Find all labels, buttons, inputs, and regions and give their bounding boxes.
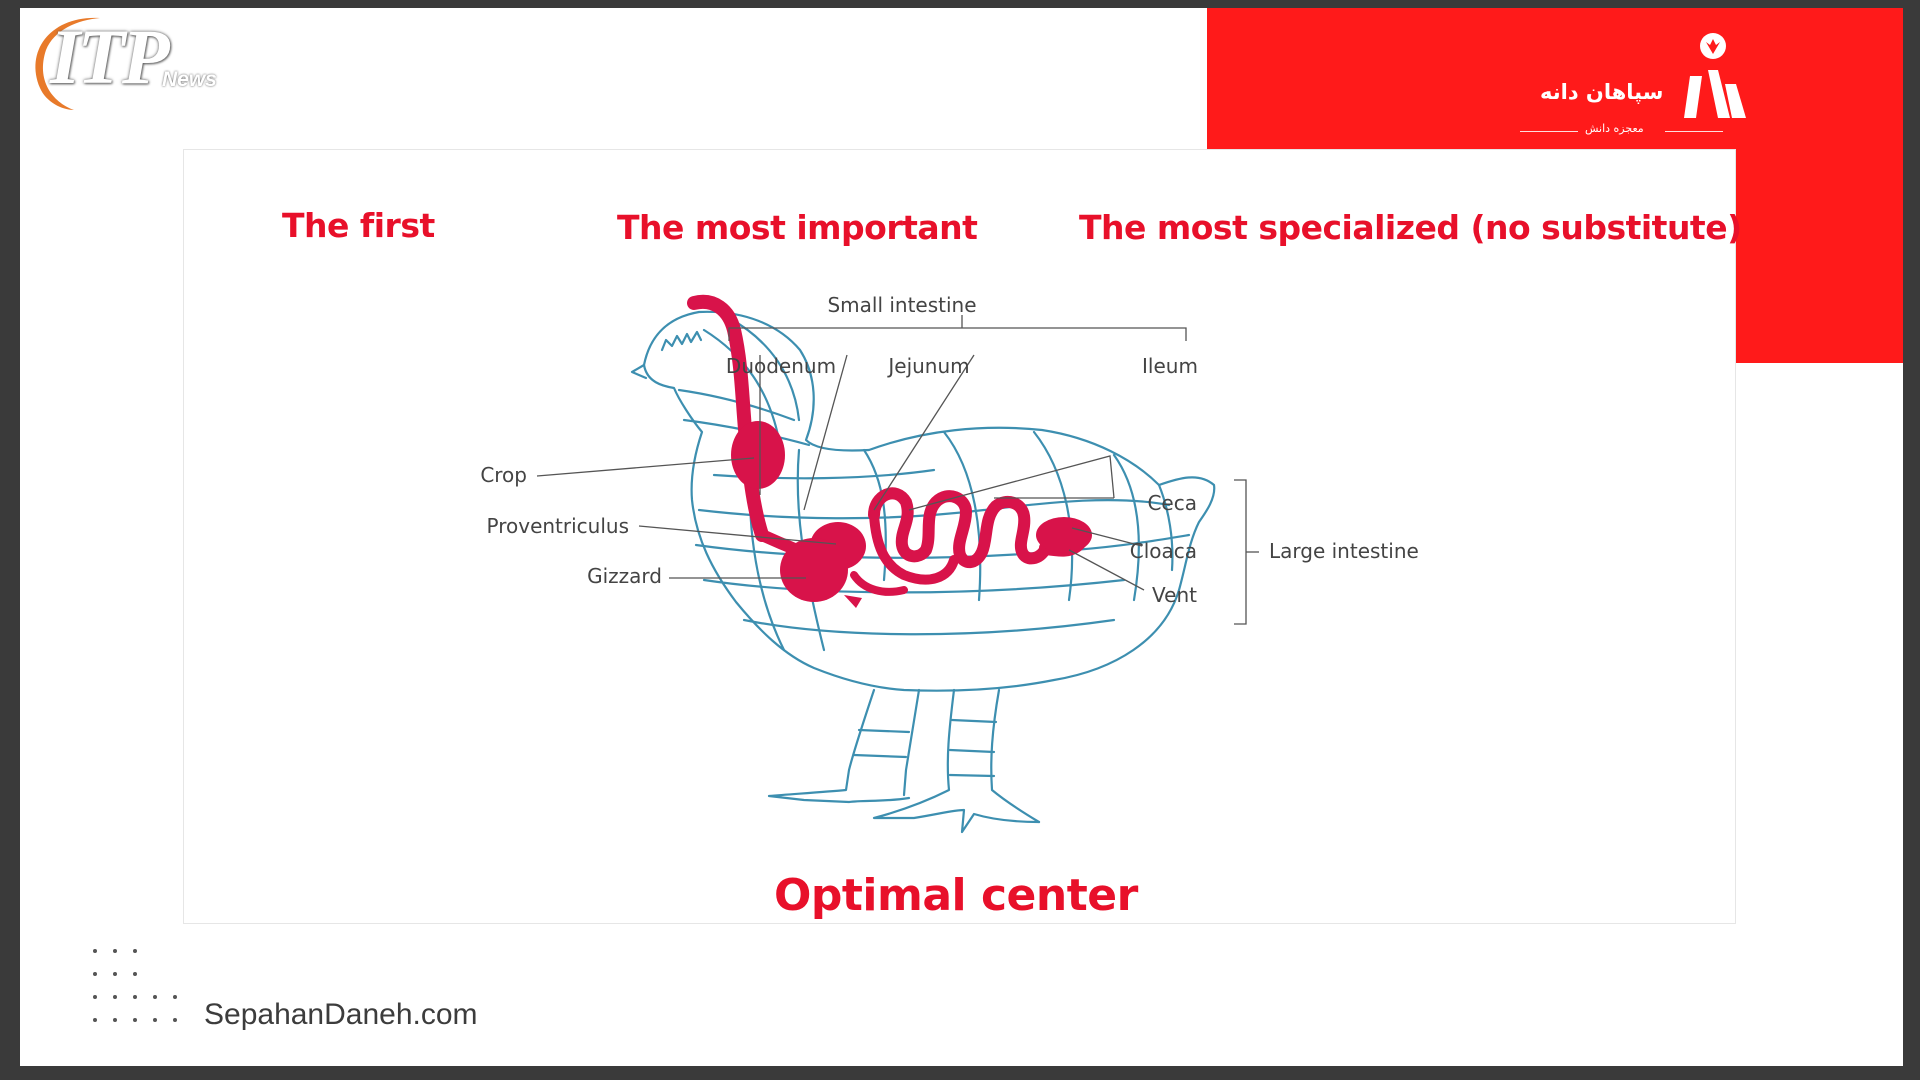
- red-side-panel: [1736, 149, 1903, 363]
- tagline-rule-left: [1520, 131, 1578, 132]
- label-gizzard: Gizzard: [587, 564, 662, 588]
- label-proventriculus: Proventriculus: [487, 514, 630, 538]
- sponsor-tagline: معجزه دانش: [1585, 122, 1644, 135]
- gizzard-shape: [780, 538, 848, 602]
- label-ileum: Ileum: [1142, 354, 1198, 378]
- tagline-rule-right: [1665, 131, 1723, 132]
- label-duodenum: Duodenum: [726, 354, 836, 378]
- heading-most-specialized: The most specialized (no substitute): [1079, 208, 1742, 247]
- slide-card: The first The most important The most sp…: [183, 149, 1742, 924]
- leader-lines: [536, 315, 1259, 625]
- itp-news-logo: ITP News: [22, 10, 252, 115]
- crop-shape: [731, 421, 785, 489]
- label-ceca: Ceca: [1147, 491, 1197, 515]
- sepahan-emblem-icon: [1684, 33, 1746, 118]
- label-cloaca: Cloaca: [1130, 539, 1197, 563]
- slide-stage: ITP News سپاهان دانه معجزه دانش The firs…: [20, 8, 1903, 1066]
- chicken-digestive-diagram: Small intestine Duodenum Jejunum Ileum C…: [480, 293, 1419, 834]
- chicken-outline: [630, 310, 1216, 834]
- heading-the-first: The first: [282, 206, 435, 245]
- label-crop: Crop: [480, 463, 527, 487]
- label-vent: Vent: [1152, 583, 1197, 607]
- label-small-intestine: Small intestine: [827, 293, 976, 317]
- sepahan-daneh-logo: سپاهان دانه معجزه دانش: [1520, 28, 1760, 148]
- heading-optimal-center: Optimal center: [774, 870, 1138, 921]
- ceca-shape: [1036, 517, 1092, 553]
- news-logo-text: News: [162, 68, 217, 91]
- red-header-panel: [1207, 8, 1903, 149]
- footer-dots-decoration: [93, 949, 177, 1022]
- sponsor-name: سپاهان دانه: [1540, 80, 1664, 104]
- label-large-intestine: Large intestine: [1269, 539, 1419, 563]
- footer-website-url: SepahanDaneh.com: [204, 998, 478, 1031]
- heading-most-important: The most important: [617, 208, 978, 247]
- itp-logo-text: ITP: [50, 13, 170, 100]
- label-jejunum: Jejunum: [886, 354, 969, 378]
- organ-shapes: [731, 421, 1092, 608]
- gizzard-tail-shape: [844, 595, 862, 608]
